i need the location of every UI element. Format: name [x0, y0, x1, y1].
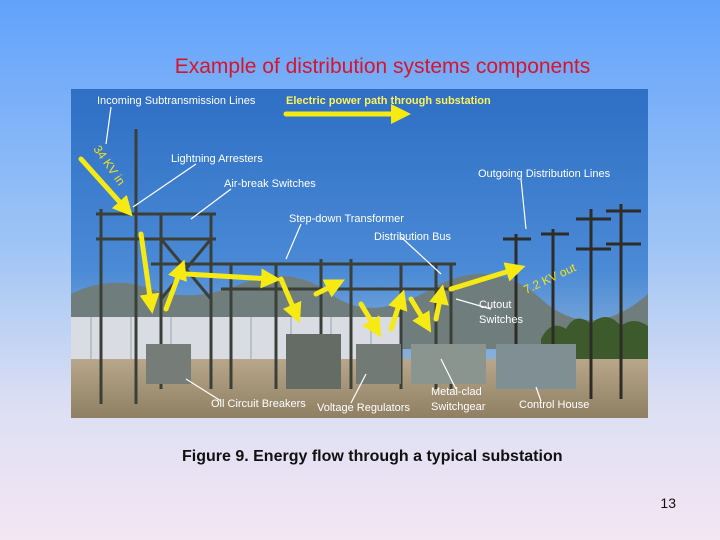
label-oil-circuit-breakers: Oil Circuit Breakers: [211, 398, 306, 410]
label-distribution-bus: Distribution Bus: [374, 231, 452, 243]
label-power-path: Electric power path through substation: [286, 95, 491, 107]
equipment: [146, 334, 576, 389]
label-lightning-arresters: Lightning Arresters: [171, 153, 263, 165]
substation-photo: Incoming Subtransmission Lines Electric …: [71, 89, 648, 418]
label-metal-clad-switchgear-line2: Switchgear: [431, 401, 486, 413]
slide-title: Example of distribution systems componen…: [174, 55, 591, 78]
page-number: 13: [660, 495, 676, 511]
label-step-down-transformer: Step-down Transformer: [289, 213, 404, 225]
label-outgoing-distribution-lines: Outgoing Distribution Lines: [478, 168, 611, 180]
label-cutout-switches-line1: Cutout: [479, 299, 511, 311]
label-control-house: Control House: [519, 399, 589, 411]
pointer-lines: [105, 106, 542, 404]
label-air-break-switches: Air-break Switches: [224, 178, 316, 190]
label-incoming-subtransmission-lines: Incoming Subtransmission Lines: [97, 95, 256, 107]
figure-caption: Figure 9. Energy flow through a typical …: [182, 448, 563, 465]
control-house: [496, 344, 576, 389]
background-building: [71, 317, 401, 362]
energy-path-arrows: [78, 104, 526, 338]
label-voltage-regulators: Voltage Regulators: [317, 402, 410, 414]
label-cutout-switches-line2: Switches: [479, 314, 524, 326]
label-metal-clad-switchgear-line1: Metal-clad: [431, 386, 482, 398]
